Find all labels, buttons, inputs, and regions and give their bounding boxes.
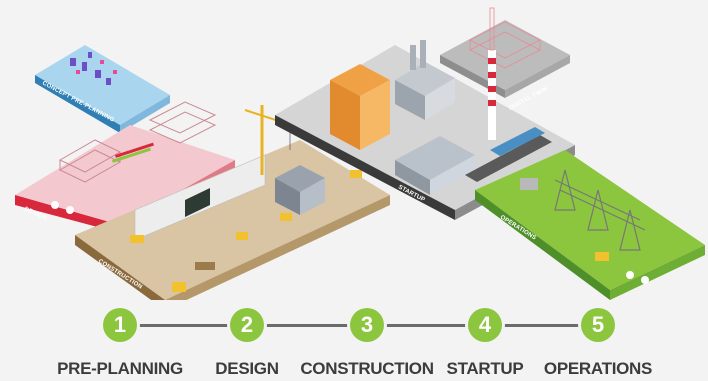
step-operations: 5 OPERATIONS — [528, 308, 668, 379]
step-label: CONSTRUCTION — [300, 359, 434, 378]
step-startup: 4 STARTUP — [415, 308, 555, 379]
step-label: STARTUP — [446, 359, 524, 378]
step-number-badge: 3 — [350, 308, 384, 342]
step-number-badge: 4 — [468, 308, 502, 342]
lifecycle-timeline: 1 PRE-PLANNING 2 DESIGN 3 CONSTRUCTION 4… — [0, 300, 708, 381]
step-label: PRE-PLANNING — [57, 359, 183, 378]
step-number-badge: 1 — [103, 308, 137, 342]
step-label: OPERATIONS — [543, 359, 653, 378]
step-design: 2 DESIGN — [177, 308, 317, 379]
construction-zone: CONSTRUCTION — [75, 105, 390, 300]
step-construction: 3 CONSTRUCTION — [297, 308, 437, 379]
isometric-scene: CONCEPT PRE-PLANNING DESIGN — [15, 7, 705, 300]
design-zone: DESIGN — [15, 101, 235, 233]
step-number-badge: 2 — [230, 308, 264, 342]
step-label: DESIGN — [215, 359, 279, 378]
step-number-badge: 5 — [581, 308, 615, 342]
step-pre-planning: 1 PRE-PLANNING — [50, 308, 190, 379]
